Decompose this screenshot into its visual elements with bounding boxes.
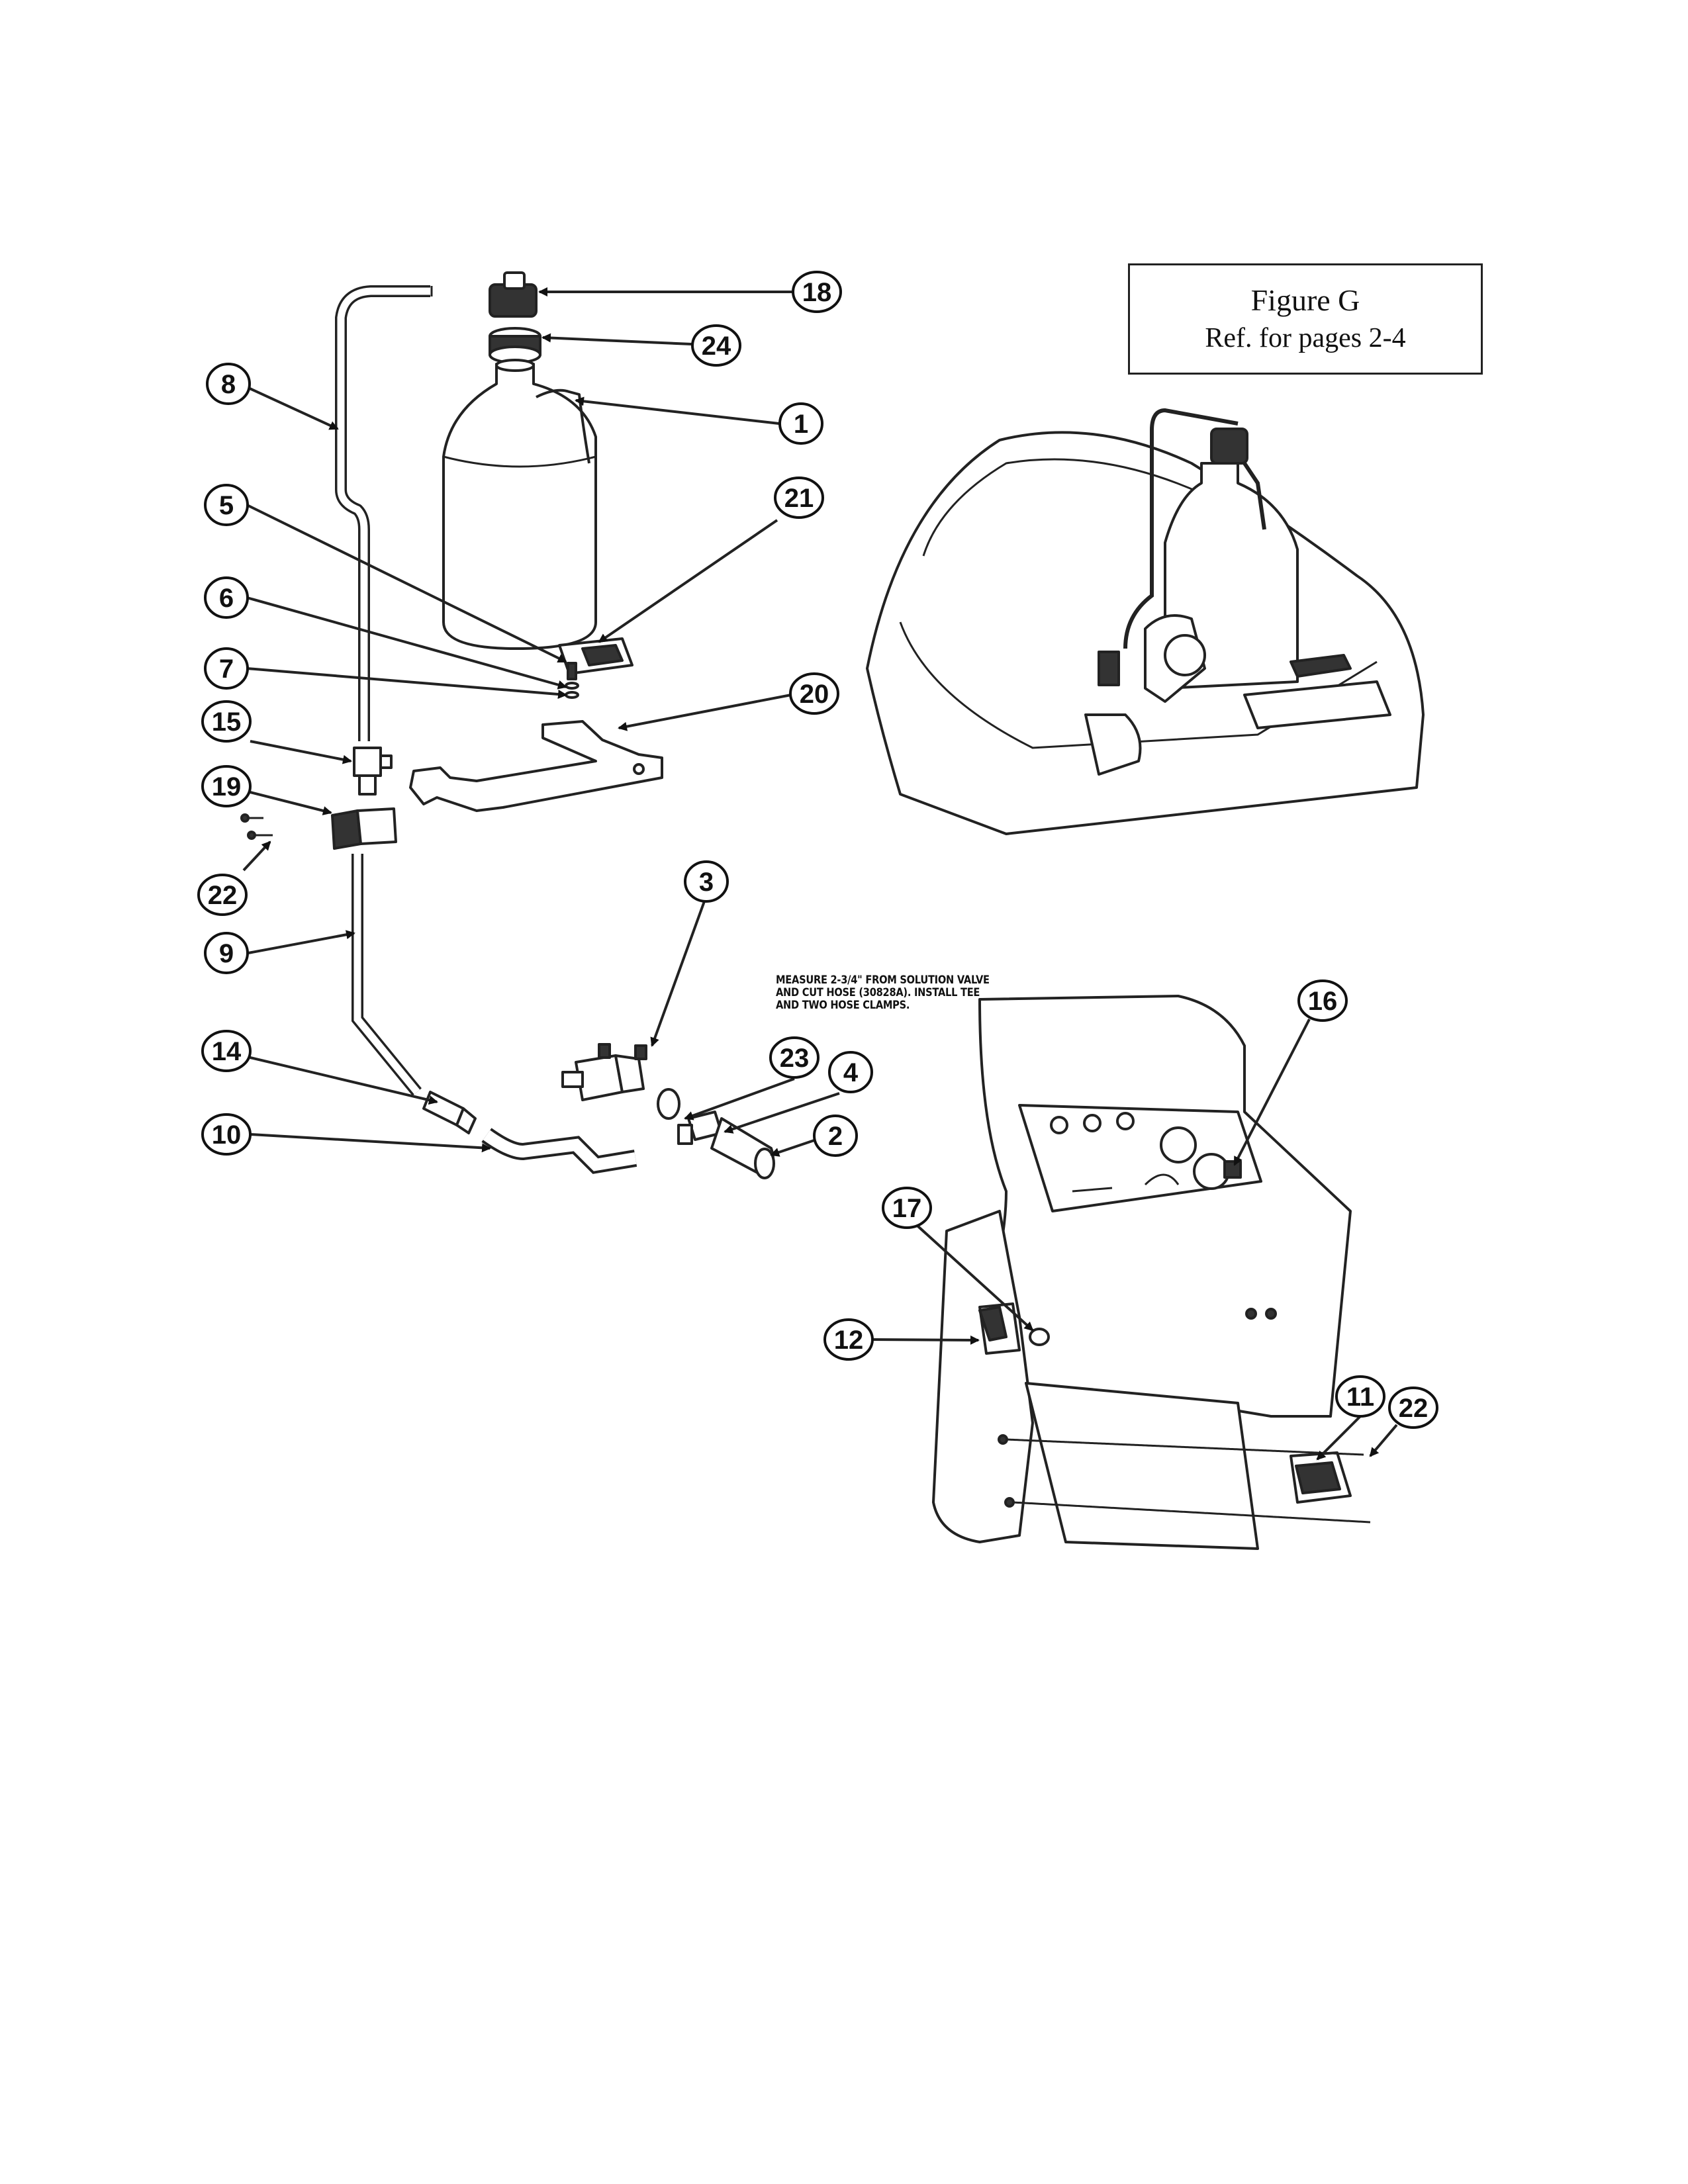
callout-9: 9: [204, 932, 249, 974]
callout-label: 24: [702, 332, 731, 361]
filter-14: [422, 1091, 477, 1134]
callout-label: 1: [794, 410, 808, 439]
note-line: MEASURE 2-3/4" FROM SOLUTION VALVE: [776, 974, 990, 987]
callout-1: 1: [778, 402, 823, 445]
valve-3: [561, 1043, 647, 1101]
callout-label: 7: [219, 655, 234, 684]
callout-23: 23: [769, 1036, 820, 1079]
knob-16: [1223, 1160, 1242, 1179]
callout-22b: 22: [1388, 1387, 1438, 1429]
note-line: AND CUT HOSE (30828A). INSTALL TEE: [776, 986, 980, 999]
bottle-1: [442, 359, 597, 650]
callout-15: 15: [201, 700, 252, 743]
callout-21: 21: [774, 477, 824, 519]
callout-label: 12: [834, 1326, 864, 1355]
callout-20: 20: [789, 672, 839, 715]
callout-label: 22: [208, 881, 238, 910]
callout-label: 6: [219, 584, 234, 613]
callout-label: 3: [699, 868, 714, 897]
callout-label: 15: [212, 707, 242, 737]
screw-5: [567, 662, 577, 680]
note-line: AND TWO HOSE CLAMPS.: [776, 999, 910, 1012]
callout-4: 4: [828, 1051, 873, 1093]
callout-12: 12: [823, 1318, 874, 1361]
callout-24: 24: [691, 324, 741, 367]
callout-2: 2: [813, 1115, 858, 1157]
callout-17: 17: [882, 1187, 932, 1229]
callout-label: 21: [784, 484, 814, 513]
tee-15: [353, 747, 393, 796]
block-19: [331, 807, 397, 850]
callout-10: 10: [201, 1113, 252, 1156]
figure-label-box: Figure G Ref. for pages 2-4: [1128, 263, 1483, 375]
leader-lines: [242, 287, 1398, 1461]
console-view: [932, 995, 1371, 1550]
installation-note: MEASURE 2-3/4" FROM SOLUTION VALVE AND C…: [776, 974, 990, 1012]
callout-6: 6: [204, 576, 249, 619]
hose-clamp-23: [657, 1088, 680, 1120]
ring-24: [489, 327, 541, 364]
callout-16: 16: [1297, 979, 1348, 1022]
figure-title: Figure G: [1250, 283, 1360, 317]
bracket-20: [409, 720, 663, 812]
callout-label: 17: [892, 1194, 922, 1223]
callout-label: 18: [802, 278, 832, 307]
callout-14: 14: [201, 1030, 252, 1072]
callout-label: 5: [219, 491, 234, 520]
callout-label: 2: [828, 1122, 843, 1151]
washer-7: [565, 691, 579, 699]
callout-label: 14: [212, 1037, 242, 1066]
figure-reference: Ref. for pages 2-4: [1205, 323, 1406, 353]
switch-box-11: [1289, 1451, 1352, 1504]
callout-19: 19: [201, 765, 252, 807]
callout-18: 18: [792, 271, 842, 313]
cap-18: [489, 271, 538, 318]
installed-view: [866, 408, 1425, 835]
hose-8: [335, 285, 430, 741]
callout-label: 9: [219, 939, 234, 968]
callout-label: 23: [780, 1044, 810, 1073]
callout-label: 8: [221, 370, 236, 399]
callout-11: 11: [1335, 1375, 1385, 1418]
callout-label: 4: [843, 1058, 859, 1087]
callout-label: 11: [1346, 1383, 1374, 1412]
callout-label: 22: [1399, 1394, 1429, 1423]
callout-label: 10: [212, 1120, 242, 1150]
callout-8: 8: [206, 363, 251, 405]
callout-label: 19: [212, 772, 242, 801]
callout-7: 7: [204, 647, 249, 690]
exploded-assembly: [240, 271, 775, 1179]
callout-5: 5: [204, 484, 249, 526]
washer-6: [565, 682, 579, 690]
callout-22: 22: [197, 874, 248, 916]
callout-label: 16: [1308, 987, 1338, 1016]
callout-3: 3: [684, 860, 729, 903]
callout-label: 20: [800, 680, 829, 709]
